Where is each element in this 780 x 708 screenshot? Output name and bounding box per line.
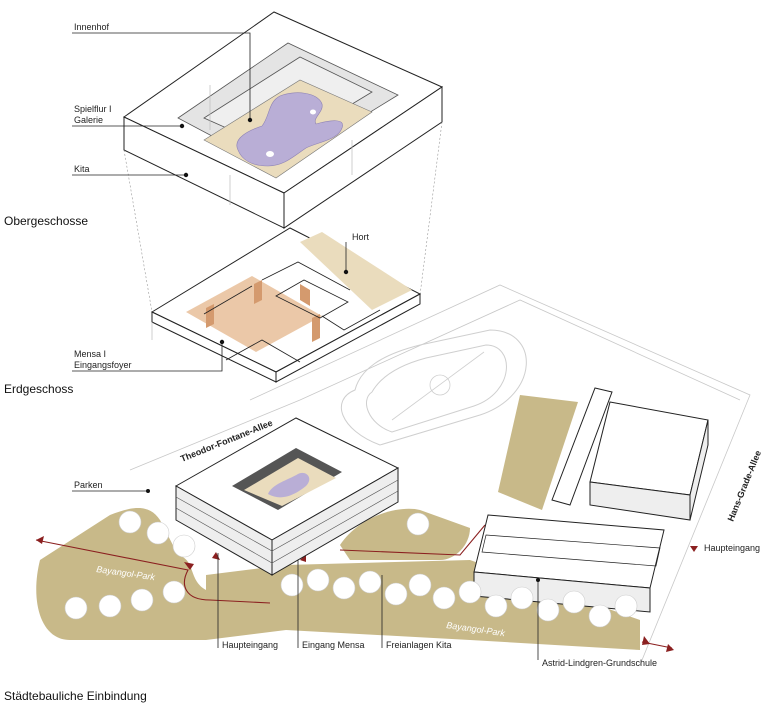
ground-floor-model (72, 227, 422, 383)
label-parken: Parken (74, 480, 103, 490)
mensa-wall (206, 304, 214, 328)
mensa-wall (312, 314, 320, 342)
tree-icon (64, 510, 638, 628)
gym-side-right (689, 419, 709, 521)
entrance-arrow-icon (36, 536, 44, 544)
running-track (340, 329, 527, 446)
label-haupteingang-right: Haupteingang (704, 543, 760, 553)
label-kita: Kita (74, 164, 90, 174)
entrance-arrow-icon (184, 562, 194, 570)
site-plan (35, 284, 751, 666)
access-path (35, 539, 271, 604)
label-eingang-mensa: Eingang Mensa (302, 640, 365, 650)
upper-floors-model (72, 11, 444, 313)
hort-zone (300, 232, 412, 310)
main-play-area (268, 472, 310, 498)
label-galerie: Galerie (74, 115, 103, 125)
section-title-site: Städtebauliche Einbindung (4, 689, 147, 703)
label-hort: Hort (352, 232, 370, 242)
play-area (236, 92, 343, 167)
label-haupteingang: Haupteingang (222, 640, 278, 650)
entrance-arrow-icon (666, 644, 674, 652)
mensa-zone (186, 276, 322, 352)
play-area-mark (266, 151, 274, 157)
entrance-arrow-icon (642, 636, 650, 645)
projection-line (419, 121, 443, 296)
section-title-upper: Obergeschosse (4, 214, 88, 228)
site-boundary (249, 284, 751, 666)
entrance-arrow-icon (690, 546, 698, 552)
play-area-mark (310, 109, 316, 115)
projection-line (123, 149, 153, 313)
mensa-wall (300, 284, 310, 306)
sports-strip (498, 395, 578, 510)
school-roof-band (481, 534, 661, 567)
label-eingangsfoyer: Eingangsfoyer (74, 360, 132, 370)
section-title-ground: Erdgeschoss (4, 382, 73, 396)
label-freianlagen-kita: Freianlagen Kita (386, 640, 452, 650)
mensa-wall (254, 280, 262, 304)
ground-slab-right-side (275, 293, 421, 383)
gym-top (589, 401, 709, 496)
entrance-arrow-icon (212, 552, 220, 560)
label-grundschule: Astrid-Lindgren-Grundschule (542, 658, 657, 668)
label-spielflur: Spielflur I (74, 104, 112, 114)
label-innenhof: Innenhof (74, 22, 110, 32)
label-mensa: Mensa I (74, 349, 106, 359)
street-hans-grade: Hans-Grade-Allee (726, 449, 764, 523)
kita-garden (340, 508, 470, 560)
gym-wing (551, 387, 613, 506)
